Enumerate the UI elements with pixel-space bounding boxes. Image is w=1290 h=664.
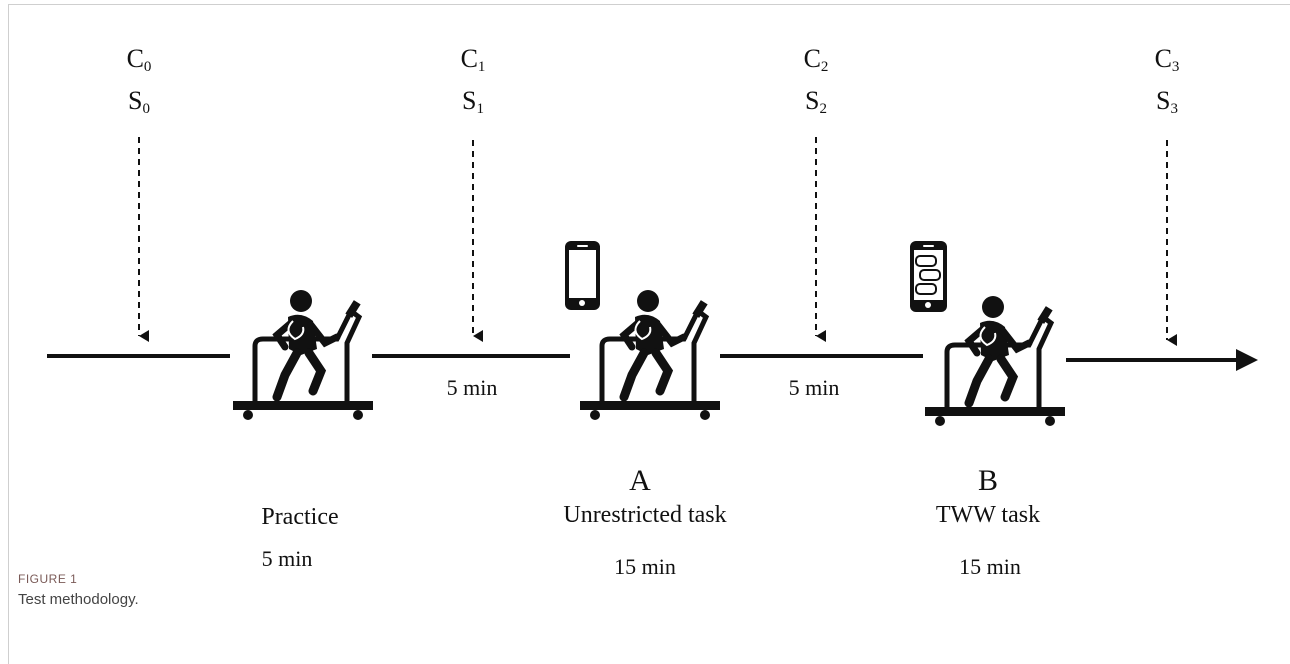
figure-border-top xyxy=(8,4,1290,5)
checkpoint-label-1: C1 S1 xyxy=(460,44,486,117)
stage-name-practice: Practice xyxy=(261,504,339,530)
checkpoint-label-2: C2 S2 xyxy=(803,44,829,117)
stage-letter-b: B xyxy=(977,464,998,497)
checkpoint-label-0: C0 S0 xyxy=(126,44,152,117)
interval-label-1: 5 min xyxy=(446,375,498,400)
figure-border-left xyxy=(8,4,9,664)
figure-caption: Test methodology. xyxy=(18,591,139,608)
stage-name-unrestricted: Unrestricted task xyxy=(563,502,727,528)
smartphone-icon xyxy=(565,241,600,310)
treadmill-runner-icon-task-b xyxy=(925,296,1065,426)
timeline-arrowhead xyxy=(1236,349,1258,371)
stage-duration-practice: 5 min xyxy=(261,546,313,571)
stage-duration-tww: 15 min xyxy=(959,554,1021,579)
figure-label: FIGURE 1 xyxy=(18,572,78,586)
stage-duration-unrestricted: 15 min xyxy=(614,554,676,579)
smartphone-chat-icon xyxy=(910,241,947,312)
stage-letter-a: A xyxy=(629,464,651,497)
interval-label-2: 5 min xyxy=(788,375,840,400)
treadmill-runner-icon-task-a xyxy=(580,290,720,420)
treadmill-runner-icon-practice xyxy=(233,290,373,420)
stage-name-tww: TWW task xyxy=(935,502,1041,528)
checkpoint-label-3: C3 S3 xyxy=(1154,44,1180,117)
